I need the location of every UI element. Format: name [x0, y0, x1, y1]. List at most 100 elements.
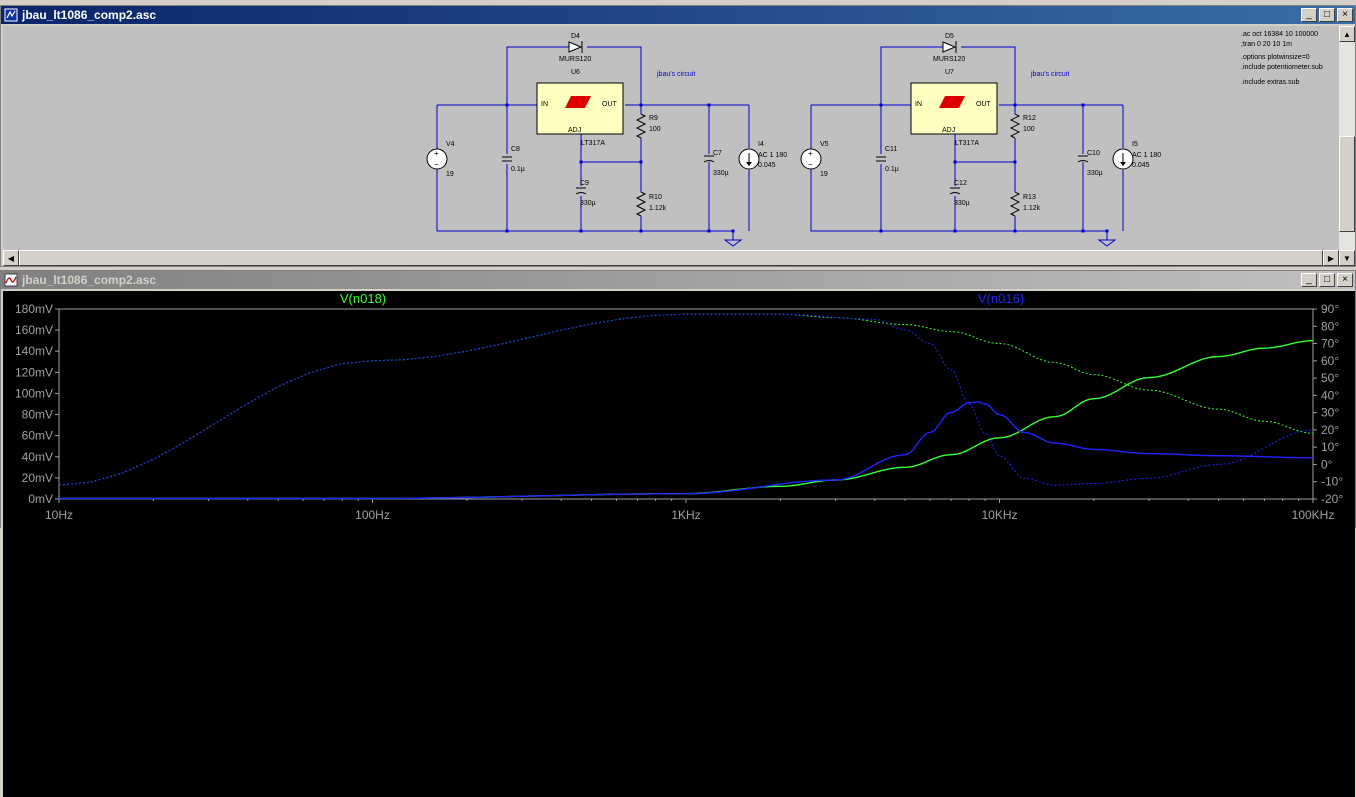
scroll-up-button[interactable]: ▲ — [1339, 26, 1355, 42]
junction-dot — [731, 229, 735, 233]
resistor-name: R13 — [1023, 194, 1036, 201]
wire-ground — [810, 164, 1107, 232]
directive-line: .ac oct 16384 10 100000 — [1241, 31, 1318, 38]
diode-model: MURS120 — [933, 56, 965, 63]
y2-tick-label: 30° — [1321, 406, 1339, 420]
resistor-symbol — [635, 191, 647, 217]
y-tick-label: 60mV — [22, 429, 53, 443]
schematic-app-icon — [4, 8, 18, 22]
capacitor-name: C10 — [1087, 150, 1100, 157]
plot-titlebar[interactable]: jbau_lt1086_comp2.asc _ □ × — [1, 271, 1355, 289]
source-name: V5 — [820, 141, 829, 148]
capacitor-name: C12 — [954, 180, 967, 187]
scroll-left-button[interactable]: ◀ — [3, 250, 19, 266]
regulator-pin-out: OUT — [602, 101, 618, 108]
wire — [880, 46, 943, 105]
capacitor-value: 0.1µ — [511, 166, 525, 173]
plus-sign-icon: + — [808, 149, 813, 158]
regulator-name: U7 — [945, 69, 954, 76]
source-value: 19 — [820, 171, 828, 178]
diode-symbol — [568, 41, 583, 53]
resistor-symbol — [1009, 113, 1021, 139]
linear-logo-icon — [939, 96, 965, 108]
y-tick-label: 40mV — [22, 450, 53, 464]
x-tick-label: 10KHz — [981, 508, 1017, 522]
wire — [506, 46, 569, 105]
current-source-value: AC 1 180 — [1132, 152, 1161, 159]
resistor-symbol — [1009, 191, 1021, 217]
scroll-right-button[interactable]: ▶ — [1323, 250, 1339, 266]
close-button[interactable]: × — [1337, 8, 1353, 22]
schematic-horizontal-scrollbar[interactable]: ◀ ▶ — [3, 250, 1339, 266]
schematic-vertical-scrollbar[interactable]: ▲ ▼ — [1339, 26, 1355, 266]
current-source-amplitude: 0.045 — [1132, 162, 1150, 169]
arrow-down-icon — [1120, 162, 1126, 166]
y2-tick-label: 90° — [1321, 302, 1339, 316]
y-tick-label: 20mV — [22, 471, 53, 485]
directive-line: .include extras.sub — [1241, 79, 1299, 86]
capacitor-name: C7 — [713, 150, 722, 157]
regulator-pin-in: IN — [541, 101, 548, 108]
minimize-button[interactable]: _ — [1301, 273, 1317, 287]
regulator-name: U6 — [571, 69, 580, 76]
x-tick-label: 1KHz — [671, 508, 700, 522]
junction-dot — [1105, 229, 1109, 233]
regulator-pin-adj: ADJ — [568, 127, 581, 134]
minus-sign-icon: − — [808, 160, 813, 169]
maximize-button[interactable]: □ — [1319, 8, 1335, 22]
current-source-name: I5 — [1132, 141, 1138, 148]
capacitor-name: C8 — [511, 146, 520, 153]
diode-model: MURS120 — [559, 56, 591, 63]
source-name: V4 — [446, 141, 455, 148]
scroll-down-button[interactable]: ▼ — [1339, 250, 1355, 266]
minus-sign-icon: − — [434, 160, 439, 169]
spice-directives: .ac oct 16384 10 100000 ;tran 0 20 10 1m… — [1241, 31, 1323, 86]
scroll-vertical-thumb[interactable] — [1339, 136, 1355, 232]
ground-symbol — [723, 239, 743, 247]
plot-frame — [58, 308, 1314, 500]
y2-tick-label: 40° — [1321, 388, 1339, 402]
bode-plot[interactable]: 0mV20mV40mV60mV80mV100mV120mV140mV160mV1… — [3, 291, 1355, 527]
junction-dot — [639, 160, 643, 164]
close-button[interactable]: × — [1337, 273, 1353, 287]
regulator-pin-adj: ADJ — [942, 127, 955, 134]
y2-tick-label: 70° — [1321, 337, 1339, 351]
diode-symbol — [942, 41, 957, 53]
y2-tick-label: 50° — [1321, 371, 1339, 385]
maximize-button[interactable]: □ — [1319, 273, 1335, 287]
junction-dot — [579, 229, 583, 233]
linear-logo-icon — [565, 96, 591, 108]
current-source-name: I4 — [758, 141, 764, 148]
resistor-value: 1.12k — [649, 205, 667, 212]
regulator-pin-in: IN — [915, 101, 922, 108]
series-magnitude-line — [59, 340, 1314, 500]
scroll-horizontal-thumb[interactable] — [19, 250, 1323, 266]
circuit-label: jbau's circuit — [656, 71, 695, 78]
y2-tick-label: 80° — [1321, 319, 1339, 333]
plus-sign-icon: + — [434, 149, 439, 158]
junction-dot — [879, 103, 883, 107]
voltage-source-symbol — [426, 148, 448, 170]
y-tick-label: 0mV — [28, 492, 53, 506]
capacitor-value: 330µ — [713, 170, 729, 177]
y-tick-label: 160mV — [15, 323, 53, 337]
resistor-symbol — [635, 113, 647, 139]
y2-tick-label: -20° — [1321, 492, 1343, 506]
capacitor-value: 330µ — [1087, 170, 1103, 177]
x-tick-label: 10Hz — [45, 508, 73, 522]
schematic-titlebar[interactable]: jbau_lt1086_comp2.asc _ □ × — [1, 6, 1355, 24]
plot-window[interactable]: jbau_lt1086_comp2.asc _ □ × 0mV 20mV 40mV 6… — [0, 270, 1356, 797]
capacitor-name: C9 — [580, 180, 589, 187]
voltage-source-symbol — [800, 148, 822, 170]
junction-dot — [1013, 229, 1017, 233]
source-value: 19 — [446, 171, 454, 178]
y-tick-label: 140mV — [15, 344, 53, 358]
plot-title: jbau_lt1086_comp2.asc — [22, 273, 157, 287]
wire-ground — [436, 164, 733, 232]
junction-dot — [953, 229, 957, 233]
minimize-button[interactable]: _ — [1301, 8, 1317, 22]
y-tick-label: 100mV — [15, 386, 53, 400]
